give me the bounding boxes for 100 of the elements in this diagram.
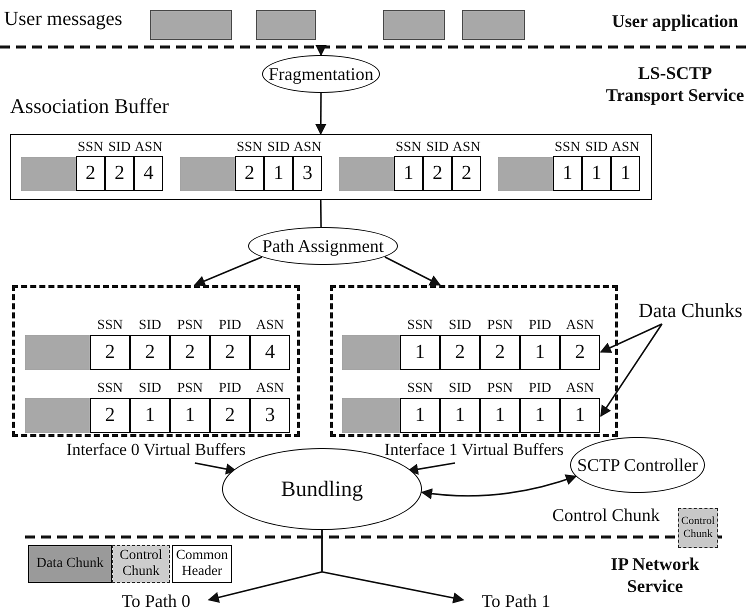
column-header: ASN (254, 317, 285, 334)
value-cell: 1 (520, 398, 560, 433)
column-header: PSN (486, 317, 514, 334)
value-cell: 4 (250, 335, 290, 370)
value-cell: 1 (611, 156, 640, 191)
column-header: SID (448, 380, 472, 397)
payload-block (21, 157, 76, 191)
payload-block (25, 335, 90, 370)
column-header: SSN (394, 139, 422, 156)
column-header: SSN (96, 380, 124, 397)
value-cell: 1 (400, 335, 440, 370)
value-cell: 2 (452, 156, 481, 191)
value-cell: 2 (440, 335, 480, 370)
value-cell: 2 (210, 335, 250, 370)
payload-block (342, 335, 400, 370)
value-cell: 2 (423, 156, 452, 191)
arrow (315, 93, 326, 136)
arrow (315, 44, 327, 56)
column-header: SID (266, 139, 291, 156)
value-cell: 2 (105, 156, 134, 191)
column-header: SSN (406, 317, 434, 334)
column-header: PID (218, 317, 242, 334)
value-cell: 1 (560, 398, 600, 433)
value-cell: 2 (210, 398, 250, 433)
column-header: ASN (451, 139, 482, 156)
value-cell: 2 (560, 335, 600, 370)
payload-block (342, 398, 400, 433)
leader-line (600, 323, 662, 353)
column-header: SID (425, 139, 450, 156)
payload-block (339, 157, 394, 191)
column-header: ASN (133, 139, 164, 156)
message-block (256, 10, 316, 40)
value-cell: 1 (480, 398, 520, 433)
payload-block (498, 157, 553, 191)
payload-block (25, 398, 90, 433)
column-header: SID (584, 139, 609, 156)
value-cell: 4 (134, 156, 163, 191)
layer-label: User messages (4, 8, 124, 32)
layer-label: LS-SCTP Transport Service (605, 62, 745, 106)
value-cell: 1 (400, 398, 440, 433)
column-header: ASN (564, 380, 595, 397)
data-chunk: Data Chunk (28, 545, 112, 583)
value-cell: 2 (90, 335, 130, 370)
control-chunk: Control Chunk (678, 508, 718, 548)
arrow (384, 256, 442, 286)
buffer-title: Association Buffer (10, 94, 170, 120)
message-block (462, 10, 525, 40)
header-block: Common Header (172, 545, 232, 583)
control-chunk: Control Chunk (112, 545, 170, 583)
message-block (383, 10, 445, 40)
layer-label: User application (610, 10, 740, 33)
text-label: To Path 0 (108, 590, 204, 612)
column-header: SID (138, 380, 162, 397)
value-cell: 2 (76, 156, 105, 191)
value-cell: 1 (440, 398, 480, 433)
text-label: To Path 1 (468, 590, 564, 612)
column-header: PID (528, 380, 552, 397)
value-cell: 1 (520, 335, 560, 370)
column-header: PID (218, 380, 242, 397)
process-ellipse: SCTP Controller (570, 437, 705, 493)
arrow (321, 530, 464, 604)
value-cell: 3 (293, 156, 322, 191)
value-cell: 2 (170, 335, 210, 370)
value-cell: 2 (130, 335, 170, 370)
column-header: ASN (254, 380, 285, 397)
value-cell: 2 (90, 398, 130, 433)
payload-block (180, 157, 235, 191)
process-ellipse: Path Assignment (248, 227, 398, 265)
value-cell: 2 (480, 335, 520, 370)
column-header: SSN (76, 139, 104, 156)
value-cell: 1 (394, 156, 423, 191)
message-block (150, 10, 232, 40)
column-header: SID (448, 317, 472, 334)
column-header: ASN (292, 139, 322, 156)
value-cell: 1 (170, 398, 210, 433)
text-label: Data Chunks (630, 298, 751, 324)
value-cell: 1 (130, 398, 170, 433)
arrow (420, 474, 577, 500)
column-header: SID (107, 139, 132, 156)
column-header: SSN (406, 380, 434, 397)
layer-label: IP Network Service (610, 553, 700, 598)
process-ellipse: Fragmentation (262, 55, 380, 93)
column-header: SSN (554, 139, 582, 156)
value-cell: 1 (553, 156, 582, 191)
column-header: PSN (176, 380, 204, 397)
column-header: SID (138, 317, 162, 334)
column-header: SSN (96, 317, 124, 334)
column-header: ASN (564, 317, 595, 334)
chunk-caption: Control Chunk (551, 504, 661, 526)
value-cell: 2 (235, 156, 264, 191)
arrow (194, 256, 262, 286)
column-header: PSN (176, 317, 204, 334)
column-header: PSN (486, 380, 514, 397)
column-header: ASN (610, 139, 640, 156)
column-header: SSN (236, 139, 264, 156)
column-header: PID (528, 317, 552, 334)
value-cell: 1 (582, 156, 611, 191)
value-cell: 3 (250, 398, 290, 433)
leader-line (600, 324, 663, 417)
value-cell: 1 (264, 156, 293, 191)
